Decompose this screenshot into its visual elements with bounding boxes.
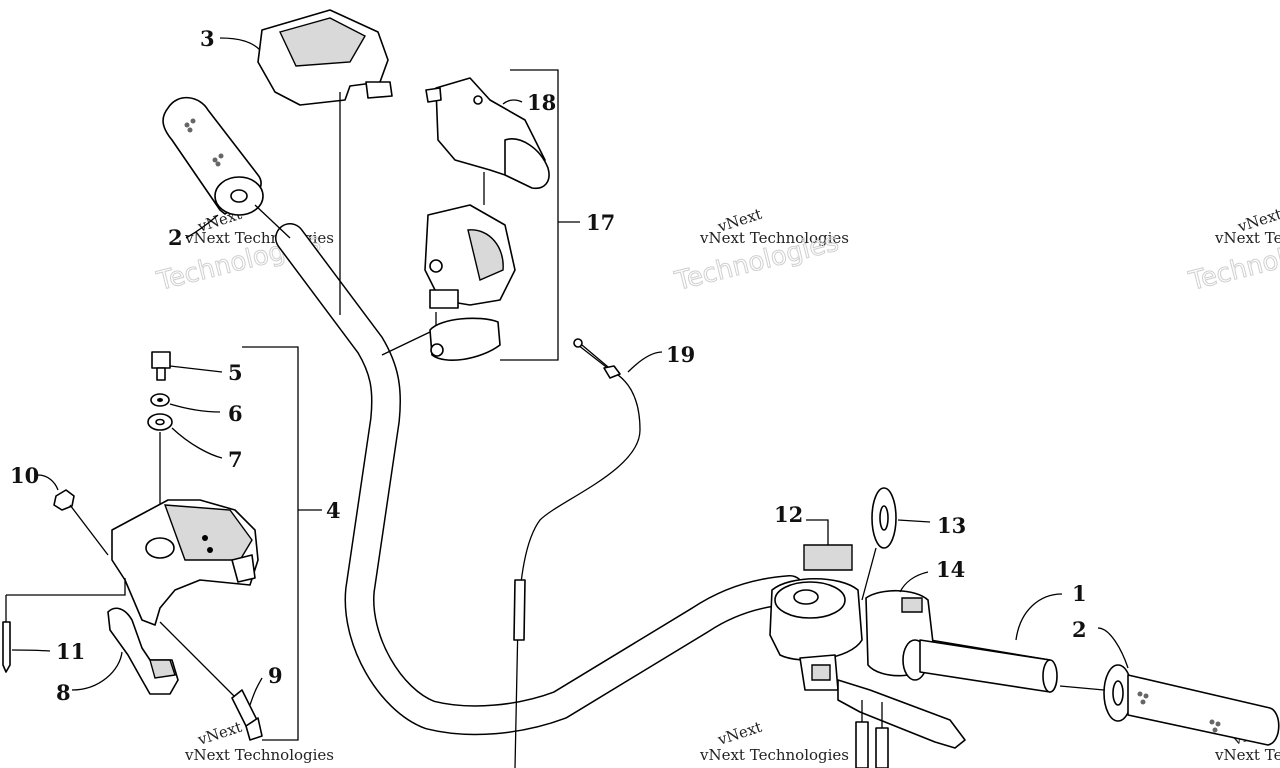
callout-18: 18 [527,90,556,115]
watermark-brand: vNext [715,718,764,749]
right-grip-part [1059,627,1280,746]
leader-2a [185,214,219,239]
watermark-brand: vNext [195,718,244,749]
watermark-company: vNext Technologies [699,229,849,247]
throttle-tube-part [919,593,1063,693]
switch-cover-part [257,9,393,315]
leader-11 [11,649,51,652]
left-grip-part [162,96,291,239]
leader-18 [502,99,523,105]
leader-9 [249,677,263,706]
bracket-4 [242,346,299,741]
callout-labels: 3 2 18 17 19 5 6 7 10 4 11 9 8 12 13 14 … [10,26,1087,705]
left-switch-assembly-part [2,351,263,741]
leader-3 [219,37,261,51]
watermark-company: vNext Technologies [184,746,334,764]
callout-7: 7 [228,447,243,472]
callout-3: 3 [200,26,215,51]
callout-14: 14 [936,557,965,582]
watermark-company: vNext Technologies [1214,746,1280,764]
leader-6 [169,403,221,413]
callout-8: 8 [56,680,71,705]
callout-4: 4 [326,498,341,523]
callout-6: 6 [228,401,243,426]
leader-7 [171,427,223,459]
watermark-company: vNext Technologies [1214,229,1280,247]
callout-9: 9 [268,663,283,688]
callout-5: 5 [228,360,243,385]
right-brake-assembly-part [769,487,966,768]
bracket-17 [500,69,559,361]
callout-10: 10 [10,463,39,488]
leader-8 [71,651,123,691]
callout-1: 1 [1072,581,1087,606]
callout-13: 13 [937,513,966,538]
callout-17: 17 [586,210,615,235]
callout-2-right: 2 [1072,617,1087,642]
watermark-company: vNext Technologies [699,746,849,764]
leader-5 [169,365,223,373]
callout-19: 19 [666,342,695,367]
callout-12: 12 [774,502,803,527]
throttle-cable-part [513,338,663,768]
callout-11: 11 [56,639,85,664]
throttle-assembly-part [381,77,550,361]
leader-10 [37,474,59,491]
callout-2-left: 2 [168,225,183,250]
